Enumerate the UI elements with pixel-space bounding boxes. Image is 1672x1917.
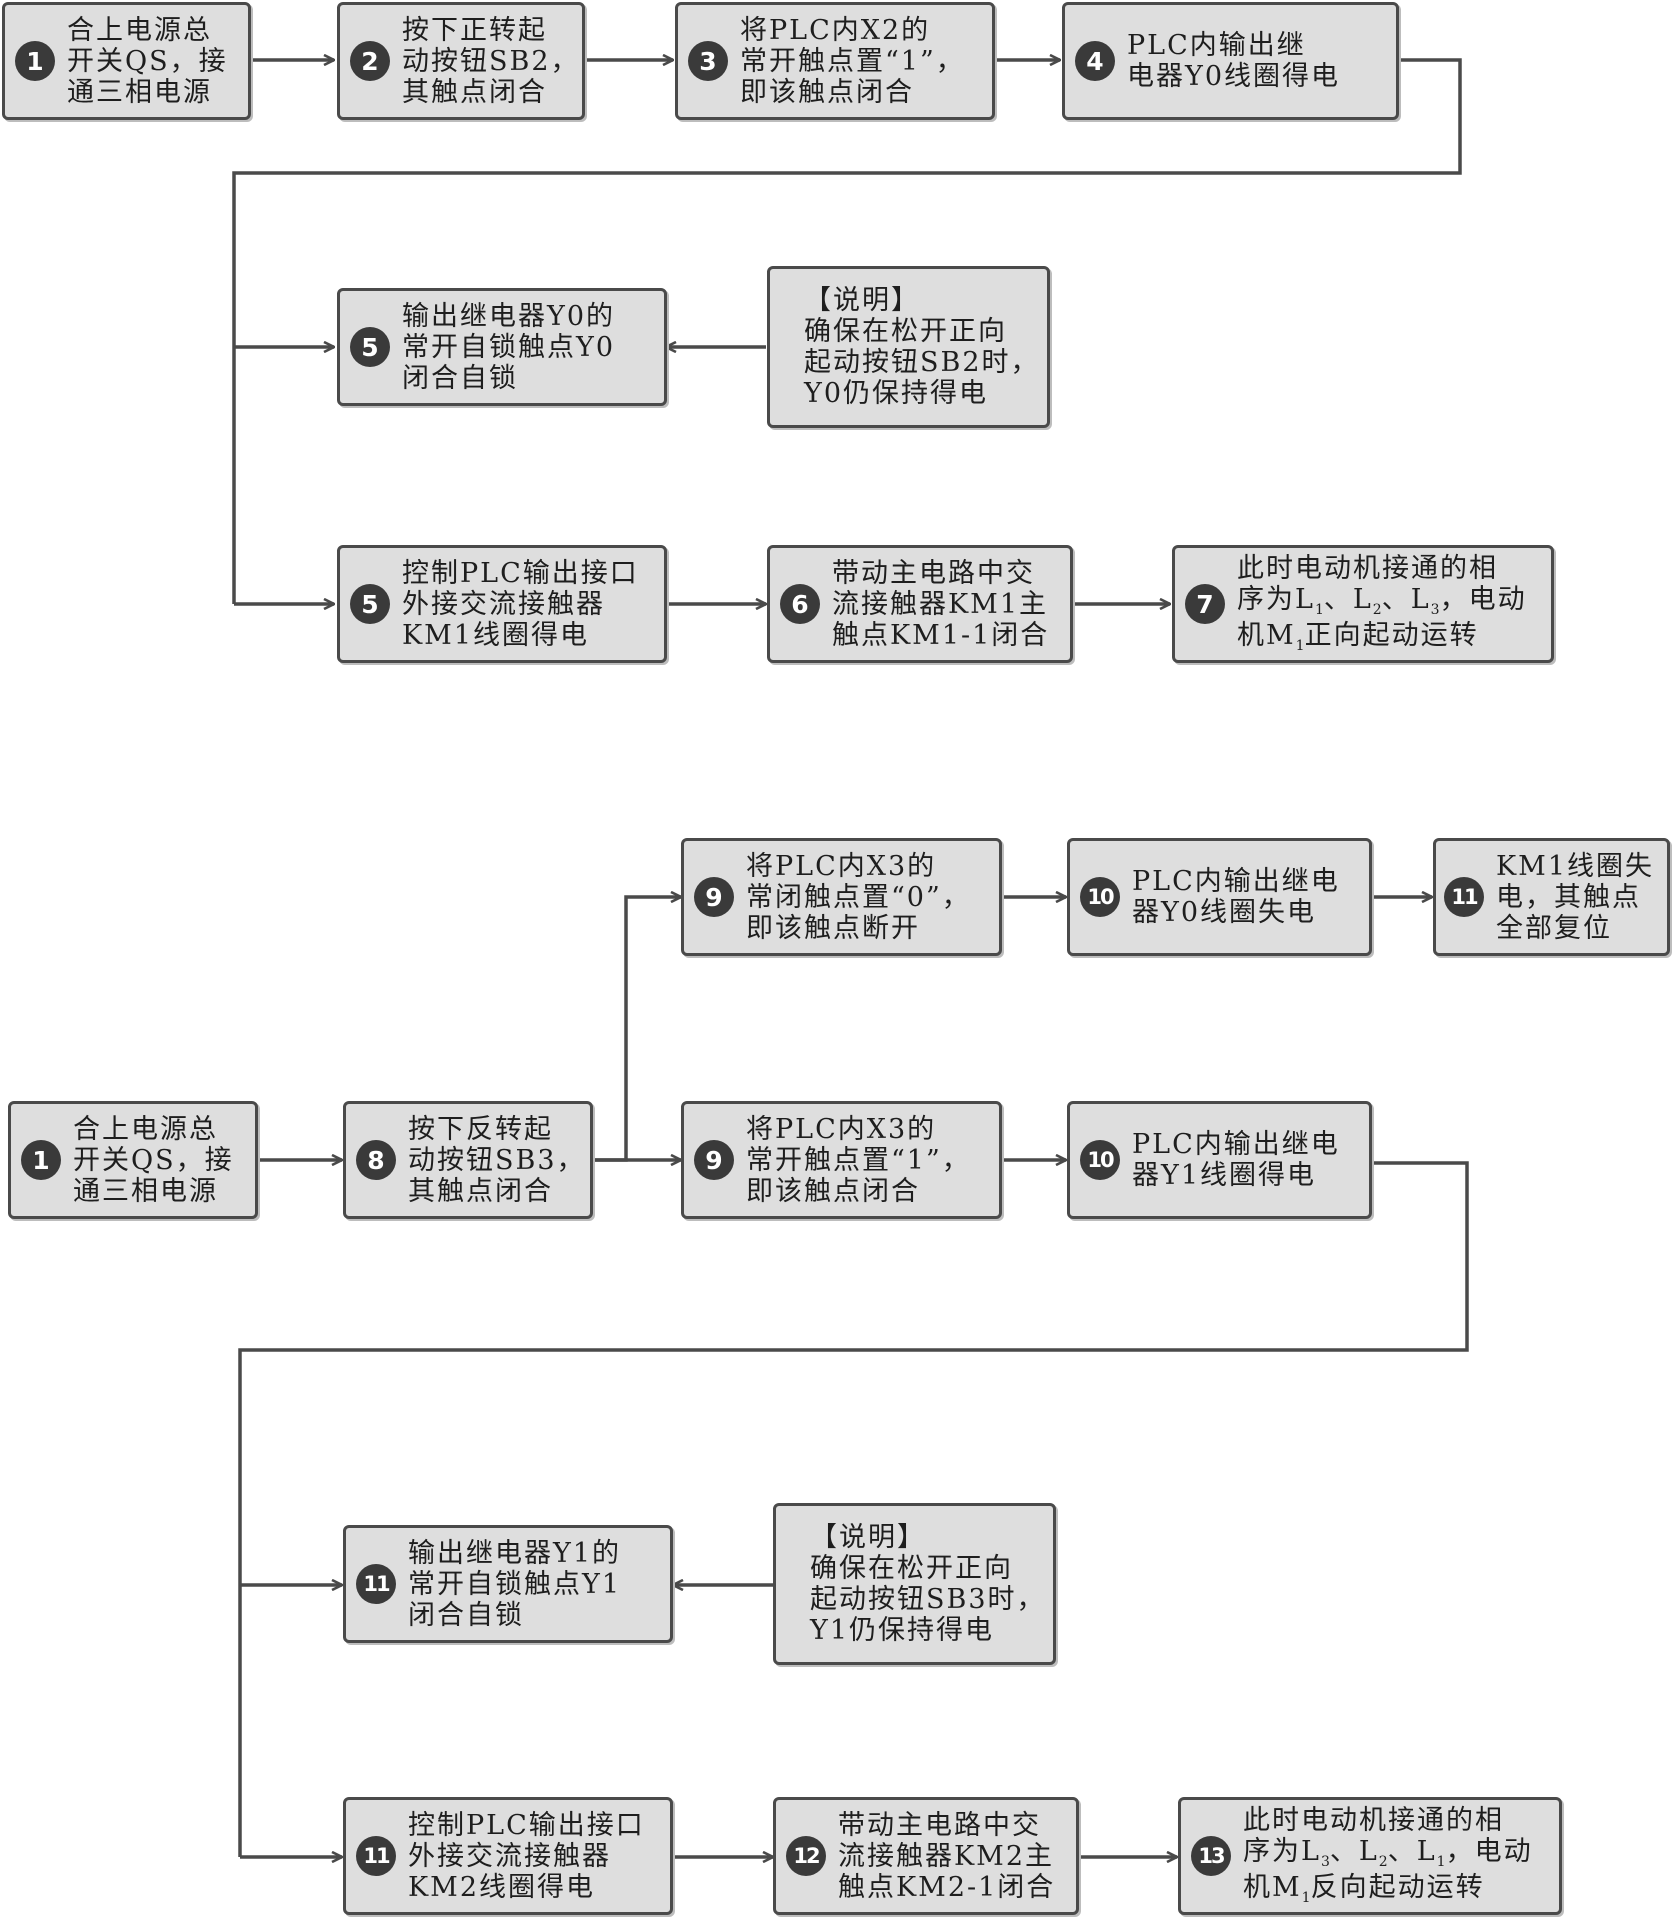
step-box-km2-coil-energized: 11 控制PLC输出接口 外接交流接触器 KM2线圈得电 [343,1797,673,1915]
step-box-km1-coil-energized: 5 控制PLC输出接口 外接交流接触器 KM1线圈得电 [337,545,667,663]
step-text: 合上电源总 开关QS，接 通三相电源 [73,1113,234,1207]
step-text: 带动主电路中交 流接触器KM2主 触点KM2-1闭合 [838,1809,1056,1903]
connector-s4-down [232,58,1462,604]
step-text: 合上电源总 开关QS，接 通三相电源 [67,14,228,108]
step-box-press-reverse-button: 8 按下反转起 动按钮SB3， 其触点闭合 [343,1101,593,1219]
step-box-km1-reset: 11 KM1线圈失 电，其触点 全部复位 [1433,838,1670,956]
step-text: 将PLC内X3的 常开触点置“1”， 即该触点闭合 [746,1113,971,1207]
step-text: 控制PLC输出接口 外接交流接触器 KM1线圈得电 [402,557,639,651]
step-number-badge: 11 [356,1564,396,1604]
step-number-badge: 4 [1075,41,1115,81]
note-box-forward: 【说明】 确保在松开正向 起动按钮SB2时， Y0仍保持得电 [767,266,1050,428]
step-text: 此时电动机接通的相 序为L1、L2、L3，电动 机M1正向起动运转 [1237,552,1527,654]
branch-s8-s9a [592,897,681,1162]
step-number-badge: 9 [694,1140,734,1180]
step-text: 按下正转起 动按钮SB2， 其触点闭合 [402,14,580,108]
step-number-badge: 1 [21,1140,61,1180]
step-box-x3-no-contact-closed: 9 将PLC内X3的 常开触点置“1”， 即该触点闭合 [681,1101,1002,1219]
step-number-badge: 10 [1080,1140,1120,1180]
step-box-y1-self-lock: 11 输出继电器Y1的 常开自锁触点Y1 闭合自锁 [343,1525,673,1643]
step-text: 将PLC内X3的 常闭触点置“0”， 即该触点断开 [746,850,971,944]
step-number-badge: 9 [694,877,734,917]
step-text: 输出继电器Y1的 常开自锁触点Y1 闭合自锁 [408,1537,622,1631]
step-text: PLC内输出继电 器Y1线圈得电 [1132,1129,1340,1191]
step-number-badge: 5 [350,584,390,624]
step-box-y0-self-lock: 5 输出继电器Y0的 常开自锁触点Y0 闭合自锁 [337,288,667,406]
step-box-y0-coil-deenergized: 10 PLC内输出继电 器Y0线圈失电 [1067,838,1372,956]
step-number-badge: 10 [1080,877,1120,917]
step-number-badge: 1 [15,41,55,81]
step-box-motor-reverse-run: 13 此时电动机接通的相 序为L3、L2、L1，电动 机M1反向起动运转 [1178,1797,1562,1915]
step-number-badge: 5 [350,327,390,367]
step-number-badge: 7 [1185,584,1225,624]
step-box-power-on: 1 合上电源总 开关QS，接 通三相电源 [2,2,251,120]
step-number-badge: 12 [786,1836,826,1876]
step-number-badge: 11 [1444,877,1484,917]
step-box-power-on-reverse: 1 合上电源总 开关QS，接 通三相电源 [8,1101,258,1219]
step-number-badge: 3 [688,41,728,81]
step-text: KM1线圈失 电，其触点 全部复位 [1496,850,1654,944]
step-box-press-forward-button: 2 按下正转起 动按钮SB2， 其触点闭合 [337,2,585,120]
step-box-x2-contact-closed: 3 将PLC内X2的 常开触点置“1”， 即该触点闭合 [675,2,995,120]
step-text: 此时电动机接通的相 序为L3、L2、L1，电动 机M1反向起动运转 [1243,1804,1533,1906]
note-text: 【说明】 确保在松开正向 起动按钮SB2时， Y0仍保持得电 [804,285,1040,409]
step-box-km1-main-contact-closed: 6 带动主电路中交 流接触器KM1主 触点KM1-1闭合 [767,545,1073,663]
step-text: PLC内输出继 电器Y0线圈得电 [1127,30,1341,92]
step-text: 控制PLC输出接口 外接交流接触器 KM2线圈得电 [408,1809,645,1903]
note-box-reverse: 【说明】 确保在松开正向 起动按钮SB3时， Y1仍保持得电 [773,1503,1056,1665]
step-number-badge: 2 [350,41,390,81]
step-box-motor-forward-run: 7 此时电动机接通的相 序为L1、L2、L3，电动 机M1正向起动运转 [1172,545,1554,663]
step-number-badge: 6 [780,584,820,624]
step-number-badge: 11 [356,1836,396,1876]
step-text: PLC内输出继电 器Y0线圈失电 [1132,866,1340,928]
step-box-x3-nc-contact-open: 9 将PLC内X3的 常闭触点置“0”， 即该触点断开 [681,838,1002,956]
step-text: 将PLC内X2的 常开触点置“1”， 即该触点闭合 [740,14,965,108]
step-box-y1-coil-energized: 10 PLC内输出继电 器Y1线圈得电 [1067,1101,1372,1219]
step-box-y0-coil-energized: 4 PLC内输出继 电器Y0线圈得电 [1062,2,1399,120]
step-number-badge: 8 [356,1140,396,1180]
step-number-badge: 13 [1191,1836,1231,1876]
note-text: 【说明】 确保在松开正向 起动按钮SB3时， Y1仍保持得电 [810,1522,1046,1646]
step-text: 按下反转起 动按钮SB3， 其触点闭合 [408,1113,586,1207]
step-text: 输出继电器Y0的 常开自锁触点Y0 闭合自锁 [402,300,616,394]
connector-s10b-down [238,1161,1469,1857]
step-text: 带动主电路中交 流接触器KM1主 触点KM1-1闭合 [832,557,1050,651]
step-box-km2-main-contact-closed: 12 带动主电路中交 流接触器KM2主 触点KM2-1闭合 [773,1797,1079,1915]
